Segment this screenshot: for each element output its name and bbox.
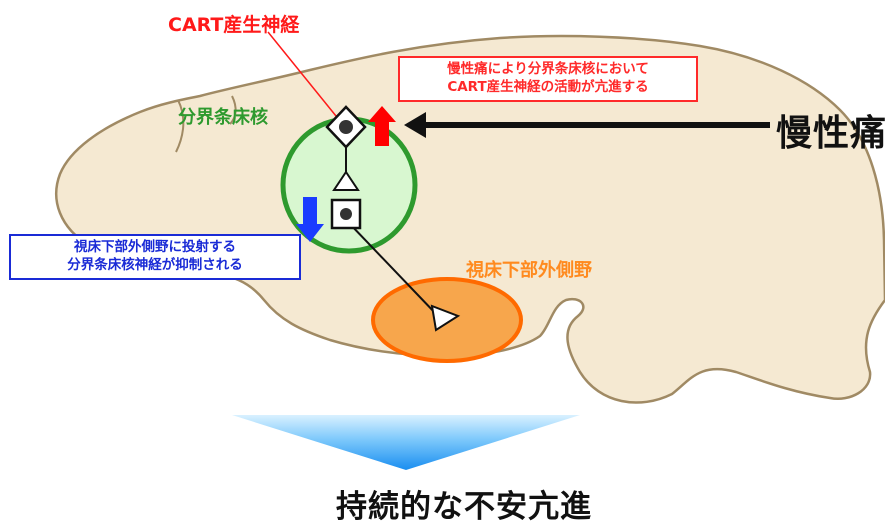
cart-pointer-line	[267, 31, 337, 117]
callout-line: 分界条床核神経が抑制される	[67, 257, 243, 273]
callout-line: 視床下部外側野に投射する	[74, 239, 236, 255]
bnst-label: 分界条床核	[178, 107, 268, 128]
brain-sulcus	[229, 95, 237, 125]
cart-neuron-label: CART産生神経	[168, 14, 300, 36]
cart-activation-callout: 慢性痛により分界条床核において CART産生神経の活動が亢進する	[398, 56, 698, 102]
callout-line: CART産生神経の活動が亢進する	[447, 79, 649, 95]
callout-line: 慢性痛により分界条床核において	[447, 61, 649, 77]
inhibition-down-arrow	[296, 197, 324, 242]
outcome-funnel-arrow	[232, 415, 580, 470]
brain-sulcus	[175, 99, 185, 153]
activation-up-arrow	[368, 106, 396, 146]
synapse-triangle	[332, 170, 360, 191]
chronic-pain-label: 慢性痛	[776, 113, 885, 154]
lateral-hypothalamus-label: 視床下部外側野	[466, 260, 592, 281]
bnst-neuron-soma	[340, 208, 352, 220]
cart-neuron-soma	[339, 120, 353, 134]
bnst-inhibition-callout: 視床下部外側野に投射する 分界条床核神経が抑制される	[9, 234, 301, 280]
bnst-neuron-square	[330, 198, 362, 230]
projection-line	[347, 221, 439, 317]
outcome-label: 持続的な不安亢進	[336, 489, 592, 525]
pain-input-arrowhead	[404, 112, 426, 138]
terminal-triangle	[430, 304, 461, 332]
